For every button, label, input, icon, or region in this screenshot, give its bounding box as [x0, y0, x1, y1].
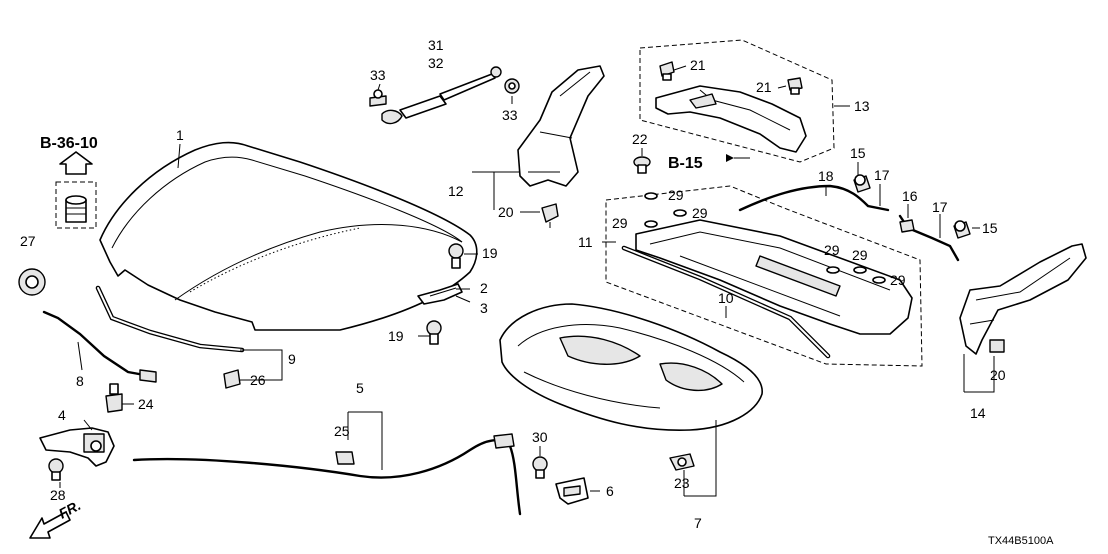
cowl-top-bracket[interactable] — [655, 85, 807, 153]
washer-nozzle-upper[interactable] — [853, 174, 871, 193]
callout-5[interactable]: 5 — [356, 380, 364, 396]
washer-nozzle-lower[interactable] — [953, 220, 971, 239]
hood-seal[interactable] — [95, 285, 245, 353]
b15-arrow-icon — [726, 154, 734, 162]
callout-17-lower[interactable]: 17 — [932, 199, 948, 215]
callout-29-a[interactable]: 29 — [668, 187, 684, 203]
callout-11[interactable]: 11 — [578, 234, 593, 250]
grommet-29-2[interactable] — [644, 220, 658, 228]
hood-insulator[interactable] — [499, 303, 763, 432]
cowl-bracket-box — [639, 39, 835, 163]
callout-33-right[interactable]: 33 — [502, 107, 518, 123]
hood-hinge-bracket[interactable] — [417, 283, 463, 305]
bolt-19-upper[interactable] — [448, 243, 464, 269]
callout-6[interactable]: 6 — [606, 483, 614, 499]
washer-joint[interactable] — [899, 219, 915, 233]
cowl-top-panel[interactable] — [635, 219, 913, 335]
callout-24[interactable]: 24 — [138, 396, 154, 412]
ref-b-15[interactable]: B-15 — [668, 155, 703, 172]
hood-support-strut[interactable] — [381, 66, 502, 125]
callout-28[interactable]: 28 — [50, 487, 66, 503]
diagram-code: TX44B5100A — [988, 535, 1054, 547]
callout-16[interactable]: 16 — [902, 188, 918, 204]
callout-7[interactable]: 7 — [694, 515, 702, 531]
callout-19-lower[interactable]: 19 — [388, 328, 404, 344]
callout-29-b[interactable]: 29 — [612, 215, 628, 231]
grommet-29-6[interactable] — [872, 276, 886, 284]
clip-21-left[interactable] — [659, 61, 675, 81]
callout-21-left[interactable]: 21 — [690, 57, 706, 73]
callout-18[interactable]: 18 — [818, 168, 834, 184]
callout-31[interactable]: 31 — [428, 37, 444, 53]
hood-lock-assembly[interactable] — [39, 427, 115, 467]
hood-release-handle[interactable] — [555, 477, 589, 505]
front-direction-arrow-icon — [29, 511, 71, 539]
callout-1[interactable]: 1 — [176, 127, 184, 143]
grommet-29-5[interactable] — [853, 266, 867, 274]
clip-24[interactable] — [105, 383, 123, 413]
callout-3[interactable]: 3 — [480, 300, 488, 316]
grommet-29-3[interactable] — [673, 209, 687, 217]
callout-26[interactable]: 26 — [250, 372, 266, 388]
up-arrow-icon — [59, 151, 93, 175]
side-cowl-cover-right[interactable] — [959, 243, 1087, 355]
clip-20-right[interactable] — [989, 339, 1005, 353]
callout-32[interactable]: 32 — [428, 55, 444, 71]
callout-15-lower[interactable]: 15 — [982, 220, 998, 236]
callout-14[interactable]: 14 — [970, 405, 986, 421]
callout-29-c[interactable]: 29 — [692, 205, 708, 221]
callout-29-d[interactable]: 29 — [824, 242, 840, 258]
bolt-30[interactable] — [532, 456, 548, 479]
clip-21-right[interactable] — [787, 77, 803, 95]
hood-panel[interactable] — [99, 141, 478, 331]
bolt-28[interactable] — [48, 458, 64, 481]
callout-4[interactable]: 4 — [58, 407, 66, 423]
callout-30[interactable]: 30 — [532, 429, 548, 445]
callout-9[interactable]: 9 — [288, 351, 296, 367]
callout-29-e[interactable]: 29 — [852, 247, 868, 263]
side-cowl-cover-left[interactable] — [517, 65, 605, 187]
callout-10[interactable]: 10 — [718, 290, 734, 306]
leader-lines — [59, 65, 995, 497]
callout-8[interactable]: 8 — [76, 373, 84, 389]
bolt-19-lower[interactable] — [426, 320, 442, 345]
callout-12[interactable]: 12 — [448, 183, 464, 199]
clip-26[interactable] — [223, 369, 241, 389]
callout-29-f[interactable]: 29 — [890, 272, 906, 288]
callout-23[interactable]: 23 — [674, 475, 690, 491]
clip-20-left[interactable] — [541, 203, 559, 228]
hood-release-cable[interactable] — [132, 433, 522, 516]
callout-17-upper[interactable]: 17 — [874, 167, 890, 183]
strut-ball-stud-left[interactable] — [369, 89, 387, 107]
callout-19-upper[interactable]: 19 — [482, 245, 498, 261]
ref-b-36-10[interactable]: B-36-10 — [40, 135, 98, 152]
callout-25[interactable]: 25 — [334, 423, 350, 439]
callout-33-left[interactable]: 33 — [370, 67, 386, 83]
callout-21-right[interactable]: 21 — [756, 79, 772, 95]
washer-tube-upper[interactable] — [738, 184, 890, 212]
hood-support-rod[interactable] — [42, 310, 157, 383]
callout-22[interactable]: 22 — [632, 131, 648, 147]
support-rod-grommet[interactable] — [18, 268, 46, 296]
cowl-seal[interactable] — [621, 245, 831, 359]
strut-ball-stud-right[interactable] — [504, 78, 520, 94]
hood-insulator-clip[interactable] — [55, 181, 97, 229]
callout-20-right[interactable]: 20 — [990, 367, 1006, 383]
callout-2[interactable]: 2 — [480, 280, 488, 296]
grommet-29-4[interactable] — [826, 266, 840, 274]
callout-13[interactable]: 13 — [854, 98, 870, 114]
clip-23[interactable] — [669, 453, 695, 471]
callout-27[interactable]: 27 — [20, 233, 36, 249]
callout-20-left[interactable]: 20 — [498, 204, 514, 220]
clip-22[interactable] — [633, 156, 651, 174]
callout-15-upper[interactable]: 15 — [850, 145, 866, 161]
grommet-29-1[interactable] — [644, 192, 658, 200]
clip-25[interactable] — [335, 451, 355, 465]
